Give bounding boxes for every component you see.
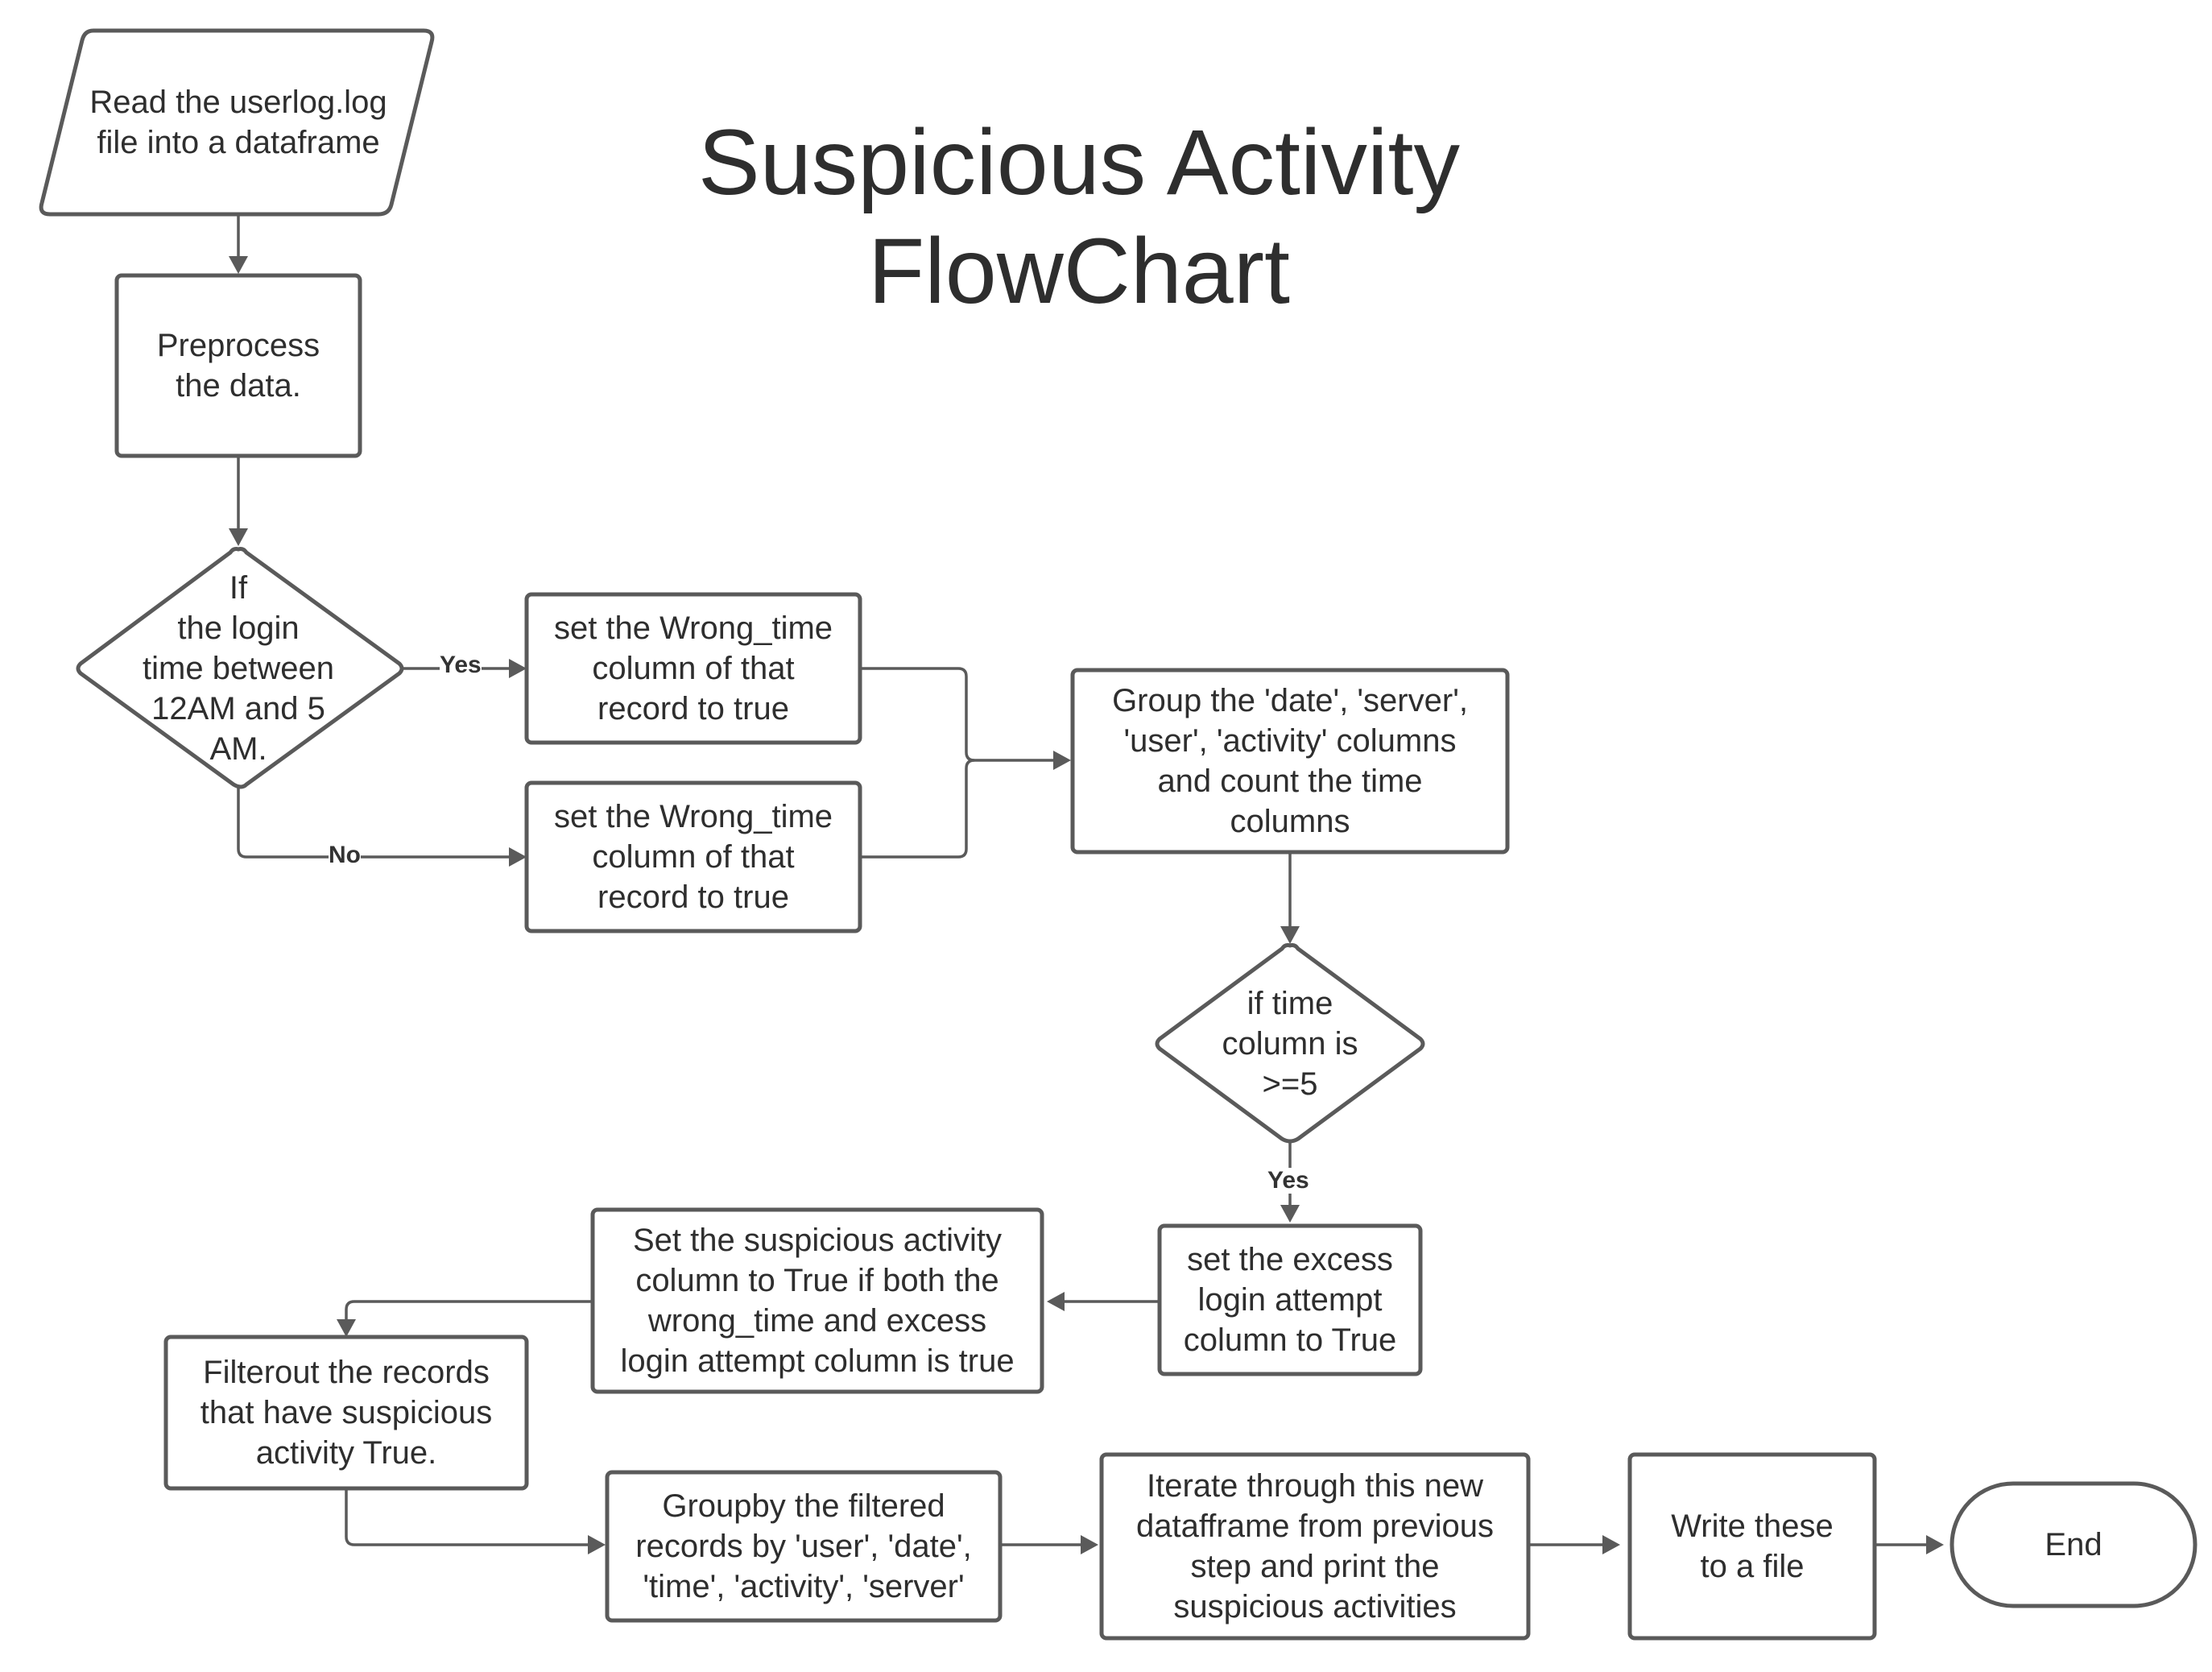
decision-diamond-time-count bbox=[1155, 943, 1425, 1144]
label-group-count: Group the 'date', 'server', 'user', 'act… bbox=[1112, 683, 1468, 839]
label-preprocess: Preprocess the data. bbox=[156, 328, 320, 404]
arrowhead-yes-box bbox=[509, 659, 527, 678]
label-set-suspicious: Set the suspicious activity column to Tr… bbox=[620, 1223, 1015, 1379]
edge-label-count-yes: Yes bbox=[1267, 1167, 1309, 1194]
edge-label-login-no: No bbox=[329, 842, 361, 868]
process-box-groupby-filtered bbox=[605, 1470, 1003, 1623]
process-box-set-suspicious bbox=[590, 1207, 1044, 1394]
connector-decision-no bbox=[237, 785, 509, 859]
edge-label-login-yes: Yes bbox=[440, 652, 482, 678]
label-read-log: Read the userlog.log file into a datafra… bbox=[89, 85, 387, 160]
process-box-excess-login bbox=[1157, 1223, 1423, 1376]
process-box-iterate-print bbox=[1099, 1452, 1531, 1641]
arrowhead-groupby bbox=[588, 1535, 606, 1554]
label-groupby-filtered: Groupby the filtered records by 'user', … bbox=[635, 1488, 972, 1604]
label-time-count-decision: if time column is >=5 bbox=[1222, 986, 1358, 1102]
process-box-preprocess bbox=[114, 273, 362, 458]
diagram-title-line-1: Suspicious Activity bbox=[698, 111, 1460, 214]
connector-suspicious-to-filter bbox=[345, 1300, 593, 1319]
decision-diamond-login-time bbox=[76, 547, 404, 789]
arrowhead-end bbox=[1926, 1535, 1944, 1554]
arrowhead-suspicious bbox=[1047, 1292, 1065, 1311]
label-end: End bbox=[2045, 1527, 2102, 1562]
process-box-filter-records bbox=[163, 1335, 529, 1491]
process-box-wrong-time-no bbox=[524, 780, 862, 933]
label-write-file: Write these to a file bbox=[1671, 1509, 1834, 1584]
label-wrong-time-no: set the Wrong_time column of that record… bbox=[553, 799, 833, 915]
diagram-title-line-2: FlowChart bbox=[867, 220, 1290, 323]
label-wrong-time-yes: set the Wrong_time column of that record… bbox=[553, 610, 833, 726]
label-iterate-print: Iterate through this new datafframe from… bbox=[1136, 1468, 1494, 1624]
terminator-end bbox=[1949, 1481, 2198, 1608]
connector-no-box-to-merge bbox=[860, 759, 975, 859]
process-box-wrong-time-yes bbox=[524, 592, 862, 745]
arrowhead-count-decision bbox=[1280, 926, 1300, 944]
input-parallelogram-read-log bbox=[39, 28, 435, 217]
arrowhead-group bbox=[1053, 751, 1071, 770]
label-filter-records: Filterout the records that have suspicio… bbox=[200, 1355, 493, 1471]
process-box-group-count bbox=[1070, 668, 1510, 855]
arrowhead-decision bbox=[229, 528, 248, 546]
arrowhead-iterate bbox=[1081, 1535, 1098, 1554]
connector-filter-to-groupby bbox=[345, 1488, 588, 1546]
label-excess-login: set the excess login attempt column to T… bbox=[1183, 1242, 1397, 1358]
arrowhead-no-box bbox=[509, 847, 527, 867]
arrowhead-write bbox=[1602, 1535, 1620, 1554]
process-box-write-file bbox=[1627, 1452, 1877, 1641]
arrowhead-filter bbox=[337, 1319, 356, 1337]
connector-yes-box-to-merge bbox=[860, 667, 1053, 762]
arrowhead-excess bbox=[1280, 1205, 1300, 1223]
arrowhead-preprocess bbox=[229, 256, 248, 274]
label-login-time-decision: If the login time between 12AM and 5 AM. bbox=[143, 570, 334, 767]
